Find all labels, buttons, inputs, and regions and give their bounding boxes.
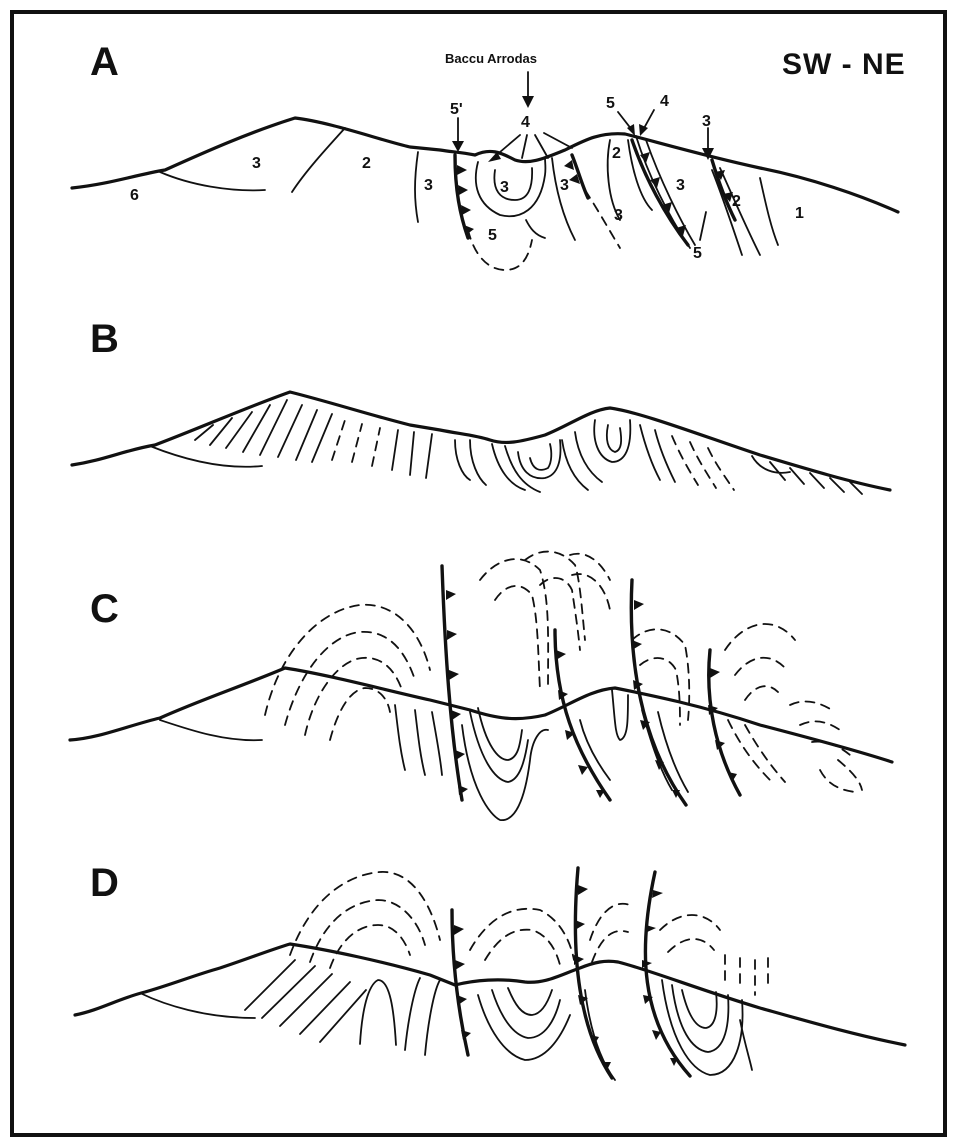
orientation-label: SW - NE xyxy=(782,48,906,81)
unit-label-4-top: 4 xyxy=(521,114,530,131)
panel-a-letter: A xyxy=(90,40,119,84)
unit-label-6: 6 xyxy=(130,187,139,204)
unit-label-3-top-east: 3 xyxy=(702,113,711,130)
panel-b-letter: B xyxy=(90,317,119,361)
panel-d-letter: D xyxy=(90,861,119,905)
unit-label-4-east: 4 xyxy=(660,93,669,110)
unit-label-2-east-b: 2 xyxy=(732,193,741,210)
unit-label-3-west: 3 xyxy=(252,155,261,172)
unit-label-3-b: 3 xyxy=(500,179,509,196)
unit-label-2-east-a: 2 xyxy=(612,145,621,162)
figure-frame xyxy=(12,12,945,1135)
unit-label-3-d: 3 xyxy=(614,207,623,224)
place-name-label: Baccu Arrodas xyxy=(445,51,537,66)
panel-c-letter: C xyxy=(90,587,119,631)
unit-label-5-core: 5 xyxy=(488,227,497,244)
unit-label-5-lower: 5 xyxy=(693,245,702,262)
unit-label-3-c: 3 xyxy=(560,177,569,194)
unit-label-2-west: 2 xyxy=(362,155,371,172)
unit-label-1: 1 xyxy=(795,205,804,222)
unit-label-3-e: 3 xyxy=(676,177,685,194)
unit-label-5-prime: 5' xyxy=(450,101,463,118)
unit-label-3-a: 3 xyxy=(424,177,433,194)
unit-label-5-top: 5 xyxy=(606,95,615,112)
